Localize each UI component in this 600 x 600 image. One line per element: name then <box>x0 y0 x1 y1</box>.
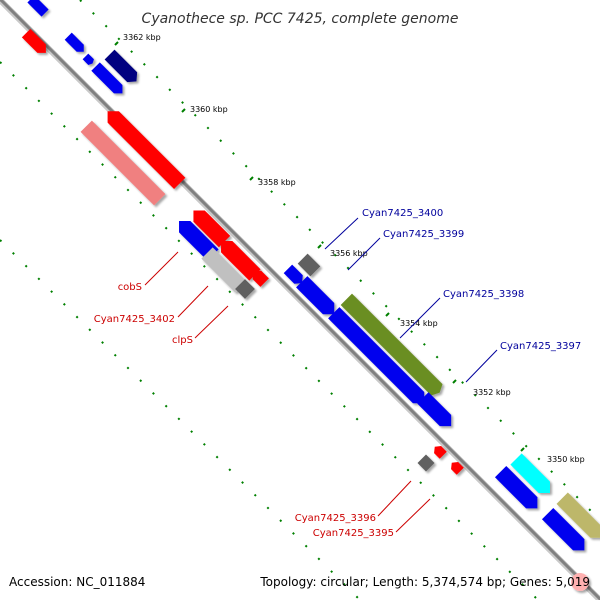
gene-minus-pink-long[interactable] <box>80 120 166 206</box>
gene-labels: Cyan7425_3400 Cyan7425_3399 Cyan7425_339… <box>94 208 582 539</box>
leader-cyan7425-3396 <box>377 480 412 517</box>
map-title: Cyanothece sp. PCC 7425, complete genome <box>142 11 459 27</box>
leader-cyan7425-3399 <box>347 237 381 271</box>
gene-cyan7425-3402[interactable] <box>201 247 247 293</box>
gene-cyan7425-3398[interactable] <box>340 293 446 399</box>
gene-minus-red-long[interactable] <box>102 106 186 190</box>
tick-row-plus <box>0 61 539 600</box>
major-tick <box>181 108 186 113</box>
ruler-label: 3358 kbp <box>258 178 296 187</box>
gene-plus-small[interactable] <box>82 53 96 67</box>
major-ticks <box>114 41 525 452</box>
gene-clpS[interactable] <box>235 279 255 299</box>
ruler-label: 3354 kbp <box>400 319 438 328</box>
gene-red-small[interactable] <box>249 267 269 287</box>
ruler-label: 3356 kbp <box>330 249 368 258</box>
gene-cyan7425-3397[interactable] <box>328 307 430 409</box>
ruler-labels: 3362 kbp 3360 kbp 3358 kbp 3356 kbp 3354… <box>123 33 585 464</box>
gene-corner-pink[interactable] <box>571 573 589 591</box>
major-tick <box>385 312 390 317</box>
major-tick <box>249 176 254 181</box>
ruler-label: 3360 kbp <box>190 105 228 114</box>
gene-blue-minus[interactable] <box>173 215 219 261</box>
major-tick <box>452 379 457 384</box>
ruler-label: 3362 kbp <box>123 33 161 42</box>
gene-top-left-red[interactable] <box>21 28 50 57</box>
accession-text: Accession: NC_011884 <box>9 575 145 589</box>
gene-plus-4[interactable] <box>494 465 543 514</box>
gene-label-cobS[interactable]: cobS <box>118 282 142 293</box>
leader-cyan7425-3395 <box>395 498 431 533</box>
gene-label-cyan7425-3398[interactable]: Cyan7425_3398 <box>443 289 524 300</box>
gene-label-clpS[interactable]: clpS <box>172 335 193 346</box>
gene-label-cyan7425-3395[interactable]: Cyan7425_3395 <box>313 528 394 539</box>
ruler-label: 3352 kbp <box>473 388 511 397</box>
gene-cyan7425-3399-small[interactable] <box>283 264 307 288</box>
gene-cobS[interactable] <box>188 205 231 248</box>
gene-cyan7425-3395[interactable] <box>448 459 464 475</box>
gene-plus-2[interactable] <box>91 62 126 97</box>
tick-row-outer <box>79 0 600 521</box>
leader-cyan7425-3397 <box>465 349 498 383</box>
gene-red-tiny[interactable] <box>431 443 447 459</box>
gene-plus-navy[interactable] <box>104 49 142 87</box>
major-tick <box>114 41 119 46</box>
gene-cyan7425-3396[interactable] <box>417 454 435 472</box>
gene-plus-3[interactable] <box>417 392 457 432</box>
gene-label-cyan7425-3399[interactable]: Cyan7425_3399 <box>383 229 464 240</box>
gene-label-cyan7425-3402[interactable]: Cyan7425_3402 <box>94 314 175 325</box>
leader-lines <box>144 217 498 533</box>
gene-plus-5[interactable] <box>541 507 590 556</box>
gene-top-left[interactable] <box>27 0 49 17</box>
gene-cyan7425-3400[interactable] <box>297 253 321 277</box>
leader-cyan7425-3398 <box>399 297 441 339</box>
leader-cobS <box>144 251 179 286</box>
gene-label-cyan7425-3400[interactable]: Cyan7425_3400 <box>362 208 443 219</box>
major-tick <box>520 447 525 452</box>
gene-label-cyan7425-3397[interactable]: Cyan7425_3397 <box>500 341 581 352</box>
gene-plus[interactable] <box>64 32 88 56</box>
leader-cyan7425-3402 <box>177 285 209 318</box>
leader-cyan7425-3400 <box>324 217 359 250</box>
major-tick <box>317 244 322 249</box>
gene-cyan7425-3399[interactable] <box>296 276 340 320</box>
gene-plus-khaki[interactable] <box>556 492 600 544</box>
gene-red-minus-2[interactable] <box>215 235 261 281</box>
genes <box>21 0 600 591</box>
leader-clpS <box>194 305 229 339</box>
gene-plus-cyan[interactable] <box>510 453 555 498</box>
ruler-label: 3350 kbp <box>547 455 585 464</box>
gene-label-cyan7425-3396[interactable]: Cyan7425_3396 <box>295 513 376 524</box>
genome-summary-text: Topology: circular; Length: 5,374,574 bp… <box>259 575 590 589</box>
